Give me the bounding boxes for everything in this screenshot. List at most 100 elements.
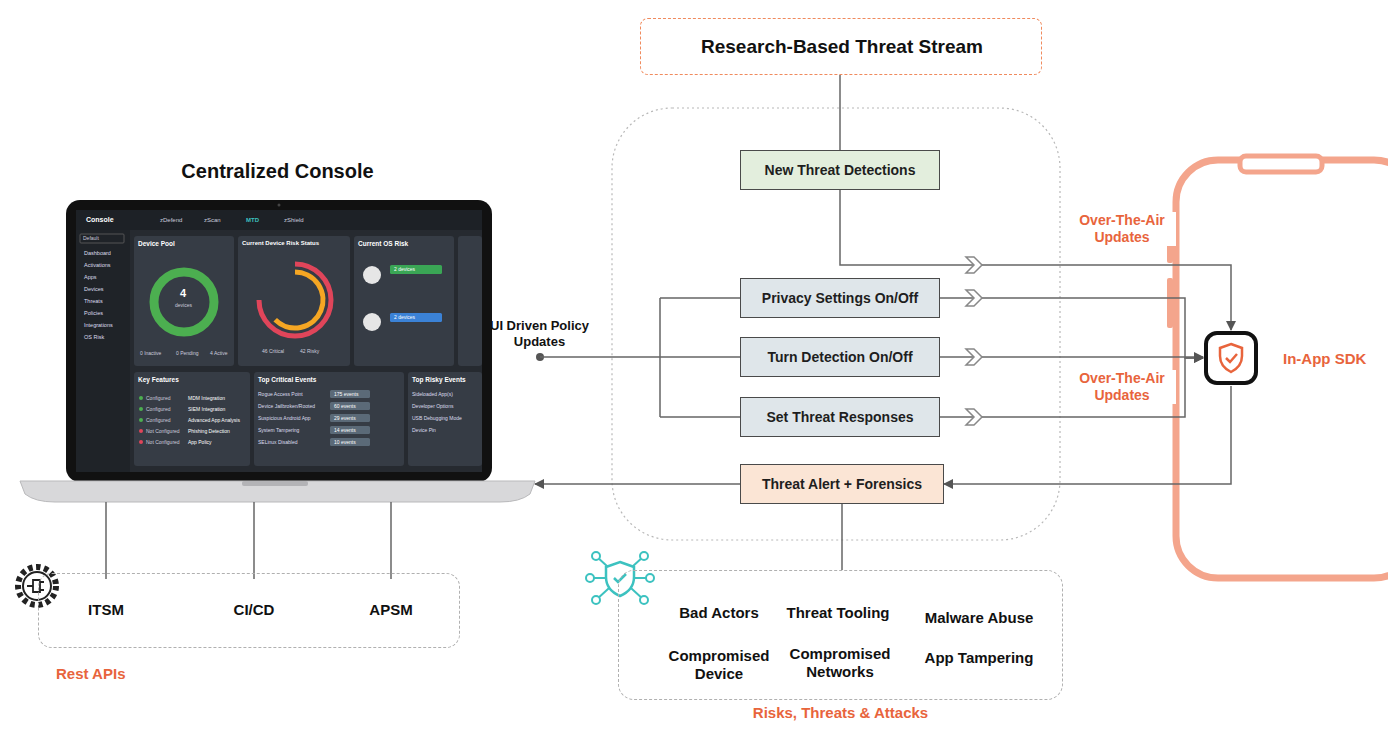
laptop — [139, 407, 143, 411]
process-box: Threat Alert + Forensics — [740, 464, 944, 504]
screen-text: Sideloaded App(s) — [412, 391, 453, 397]
laptop — [80, 234, 124, 243]
source-box: Research-Based Threat Stream — [640, 18, 1042, 75]
risk-item: Compromised Networks — [779, 641, 901, 685]
flow-label: UI Driven Policy Updates — [482, 318, 597, 350]
screen-text: Phishing Detection — [188, 428, 230, 434]
screen-text: System Tampering — [258, 427, 299, 433]
risk-item: Bad Actors — [664, 597, 774, 629]
integration-item: ITSM — [61, 579, 151, 641]
node-label: New Threat Detections — [765, 162, 916, 178]
screen-text: Default — [83, 235, 99, 241]
laptop — [76, 230, 130, 472]
phone-outline — [1167, 156, 1388, 578]
laptop — [139, 429, 143, 433]
sdk-node: In-App SDK — [1203, 330, 1378, 386]
screen-text: Device Pool — [138, 240, 175, 248]
node-label: Compromised Networks — [779, 645, 901, 681]
laptop — [408, 372, 482, 466]
laptop — [238, 236, 350, 366]
screen-text: Activations — [84, 262, 111, 269]
laptop — [363, 313, 381, 331]
laptop — [134, 372, 250, 466]
gear-icon — [23, 572, 51, 600]
network-shield-icon — [640, 552, 648, 560]
screen-text: SIEM Integration — [188, 406, 225, 412]
laptop — [330, 426, 370, 434]
network-shield-icon — [586, 552, 654, 604]
screen-text: SELinux Disabled — [258, 439, 297, 445]
screen-text: 0 Inactive — [140, 350, 161, 356]
node-label: ITSM — [88, 601, 124, 619]
connector — [841, 504, 843, 570]
engine-region — [612, 108, 1060, 540]
network-shield-icon — [606, 562, 634, 596]
integration-item: APSM — [346, 579, 436, 641]
screen-text: 60 events — [334, 403, 356, 409]
screen-text: 29 events — [334, 415, 356, 421]
node-label: Rest APIs — [56, 665, 125, 682]
screen-text: Current Device Risk Status — [242, 240, 319, 247]
connector — [105, 502, 107, 579]
screen-text: 42 Risky — [300, 348, 319, 354]
process-box: Turn Detection On/Off — [740, 337, 940, 377]
connector — [390, 502, 392, 579]
engine-region — [612, 108, 1060, 540]
node-label: Centralized Console — [20, 160, 535, 183]
risk-item: Threat Tooling — [777, 597, 899, 629]
edge-label: Over-The-Air Updates — [1068, 212, 1176, 246]
process-box: Set Threat Responses — [740, 397, 940, 437]
policy-bracket — [536, 298, 740, 417]
screen-text: Dashboard — [84, 250, 111, 257]
edge-label: Over-The-Air Updates — [1068, 370, 1176, 404]
risk-group: Risks, Threats & AttacksBad ActorsThreat… — [618, 570, 1063, 700]
console-laptop: Centralized Console — [20, 160, 535, 502]
screen-text: Rogue Access Point — [258, 391, 303, 397]
node-label: Threat Tooling — [786, 604, 889, 622]
laptop — [139, 440, 143, 444]
node-label: Bad Actors — [679, 604, 758, 622]
laptop — [390, 265, 442, 274]
screen-text: 0 Pending — [176, 350, 199, 356]
process-box: New Threat Detections — [740, 150, 940, 190]
chevron-mark — [966, 257, 982, 425]
laptop — [354, 236, 454, 366]
laptop — [390, 313, 442, 322]
screen-text: Advanced App Analysis — [188, 417, 240, 423]
chevron-mark — [966, 290, 982, 306]
sdk-icon — [1220, 344, 1242, 372]
laptop — [330, 438, 370, 446]
laptop — [76, 210, 482, 230]
screen-text: 2 devices — [394, 266, 415, 272]
screen-text: 4 — [180, 287, 186, 300]
screen-text: 46 Critical — [262, 348, 284, 354]
laptop — [254, 372, 404, 466]
screen-text: Policies — [84, 310, 103, 317]
phone-outline — [1240, 156, 1322, 172]
api-group: Rest APIsITSMCI/CDAPSM — [38, 573, 460, 648]
network-shield-icon — [586, 574, 594, 582]
screen-text: 10 events — [334, 439, 356, 445]
laptop — [242, 481, 308, 486]
screen-text: OS Risk — [84, 334, 104, 341]
integration-item: CI/CD — [209, 579, 299, 641]
laptop — [134, 236, 234, 366]
node-label: CI/CD — [234, 601, 275, 619]
screen-text: Not Configured — [146, 428, 180, 434]
risk-item: Malware Abuse — [913, 602, 1045, 634]
risk-item: Compromised Device — [664, 643, 774, 687]
policy-bracket — [540, 298, 740, 417]
node-label: APSM — [369, 601, 412, 619]
node-label: Malware Abuse — [925, 609, 1034, 627]
screen-text: Integrations — [84, 322, 113, 329]
screen-text: zShield — [284, 217, 304, 224]
screen-text: Configured — [146, 417, 170, 423]
laptop — [330, 402, 370, 410]
network-shield-icon — [640, 596, 648, 604]
laptop — [66, 200, 492, 482]
screen-text: USB Debugging Mode — [412, 415, 462, 421]
laptop — [278, 204, 281, 207]
